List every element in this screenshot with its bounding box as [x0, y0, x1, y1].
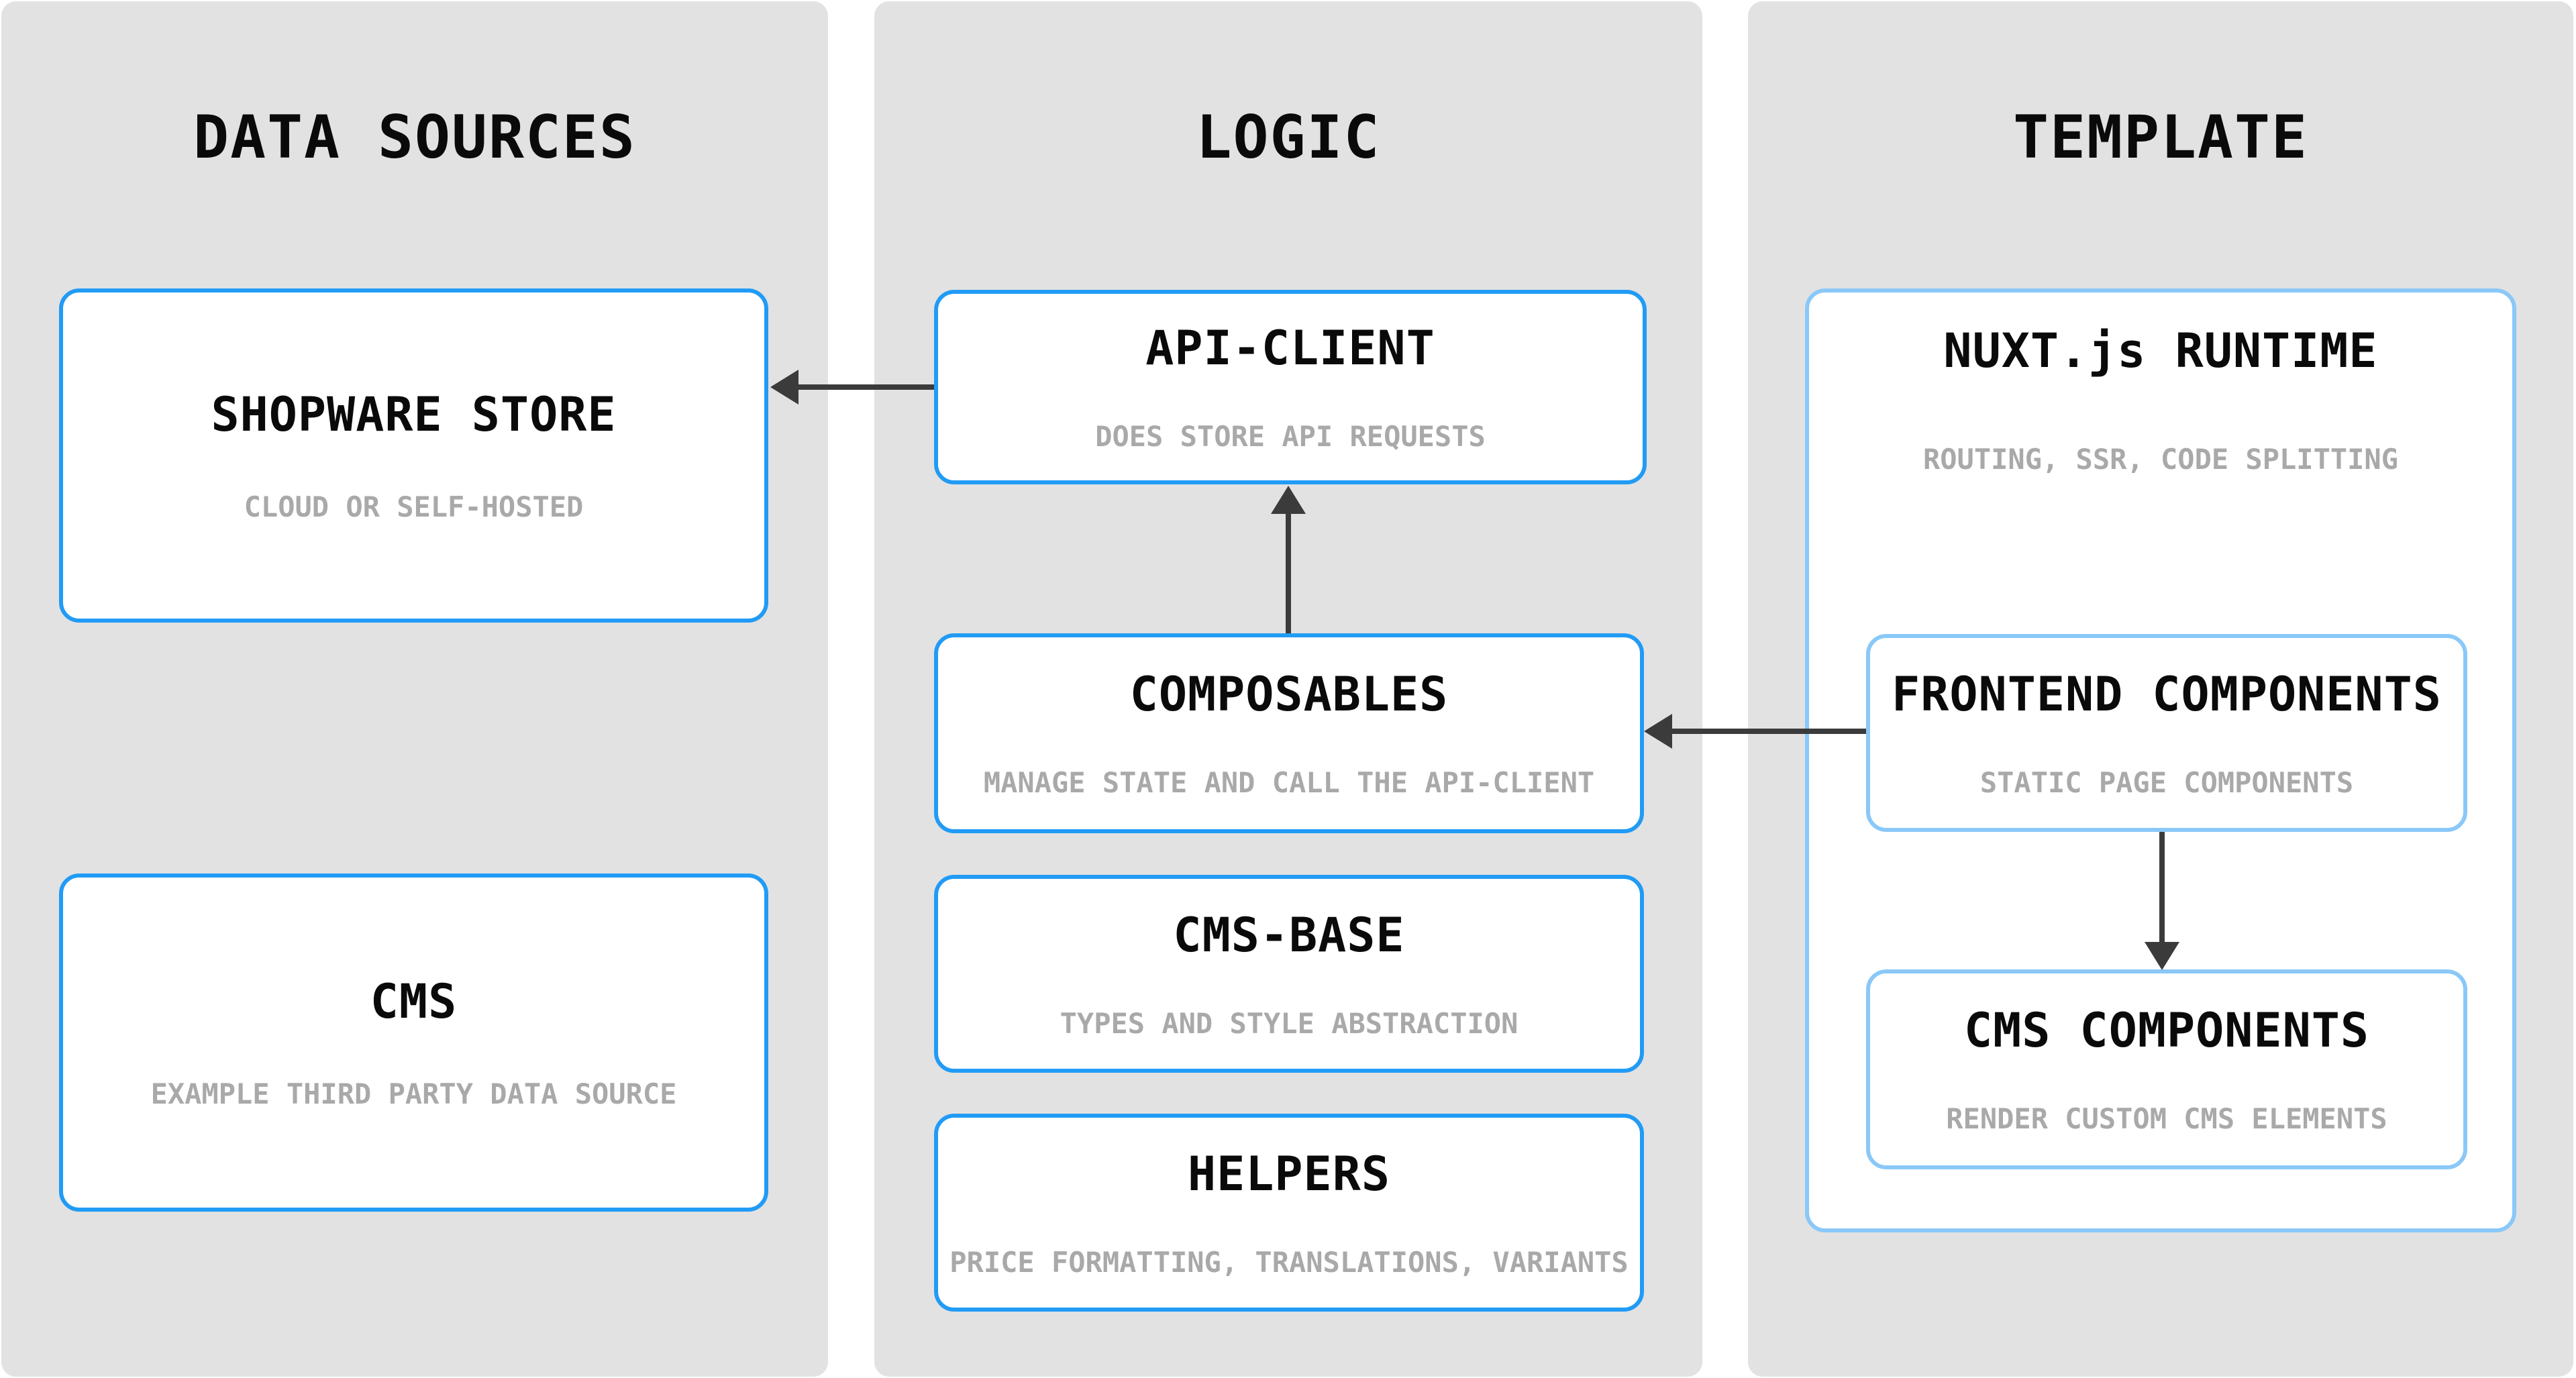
box-title-nuxt-js-runtime: NUXT.js RUNTIME — [1943, 323, 2378, 378]
box-cms-components: CMS COMPONENTS RENDER CUSTOM CMS ELEMENT… — [1866, 969, 2467, 1169]
box-title-frontend-components: FRONTEND COMPONENTS — [1892, 666, 2442, 722]
box-frontend-components: FRONTEND COMPONENTS STATIC PAGE COMPONEN… — [1866, 634, 2467, 832]
column-title-logic: LOGIC — [1196, 102, 1381, 172]
box-subtitle-frontend-components: STATIC PAGE COMPONENTS — [1979, 765, 2354, 799]
box-title-cms: CMS — [370, 974, 458, 1029]
box-cms: CMS EXAMPLE THIRD PARTY DATA SOURCE — [59, 873, 768, 1212]
box-composables: COMPOSABLES MANAGE STATE AND CALL THE AP… — [934, 633, 1644, 833]
box-subtitle-cms-base: TYPES AND STYLE ABSTRACTION — [1060, 1006, 1518, 1040]
box-subtitle-nuxt-js-runtime: ROUTING, SSR, CODE SPLITTING — [1922, 443, 2398, 476]
box-title-composables: COMPOSABLES — [1129, 667, 1449, 722]
box-subtitle-shopware-store: CLOUD OR SELF-HOSTED — [244, 490, 584, 523]
box-helpers: HELPERS PRICE FORMATTING, TRANSLATIONS, … — [934, 1114, 1644, 1312]
box-title-helpers: HELPERS — [1187, 1146, 1390, 1202]
box-subtitle-api-client: DOES STORE API REQUESTS — [1095, 420, 1486, 453]
box-subtitle-cms: EXAMPLE THIRD PARTY DATA SOURCE — [150, 1077, 677, 1110]
box-title-api-client: API-CLIENT — [1145, 321, 1435, 376]
box-title-cms-base: CMS-BASE — [1173, 907, 1405, 963]
column-title-template: TEMPLATE — [2013, 102, 2308, 172]
box-subtitle-composables: MANAGE STATE AND CALL THE API-CLIENT — [983, 766, 1595, 799]
box-api-client: API-CLIENT DOES STORE API REQUESTS — [934, 290, 1647, 484]
box-title-shopware-store: SHOPWARE STORE — [211, 387, 617, 442]
box-subtitle-cms-components: RENDER CUSTOM CMS ELEMENTS — [1946, 1102, 2387, 1135]
box-cms-base: CMS-BASE TYPES AND STYLE ABSTRACTION — [934, 875, 1644, 1073]
box-title-cms-components: CMS COMPONENTS — [1963, 1003, 2369, 1058]
box-shopware-store: SHOPWARE STORE CLOUD OR SELF-HOSTED — [59, 288, 768, 623]
column-title-data-sources: DATA SOURCES — [193, 102, 636, 172]
box-subtitle-helpers: PRICE FORMATTING, TRANSLATIONS, VARIANTS — [949, 1245, 1629, 1279]
